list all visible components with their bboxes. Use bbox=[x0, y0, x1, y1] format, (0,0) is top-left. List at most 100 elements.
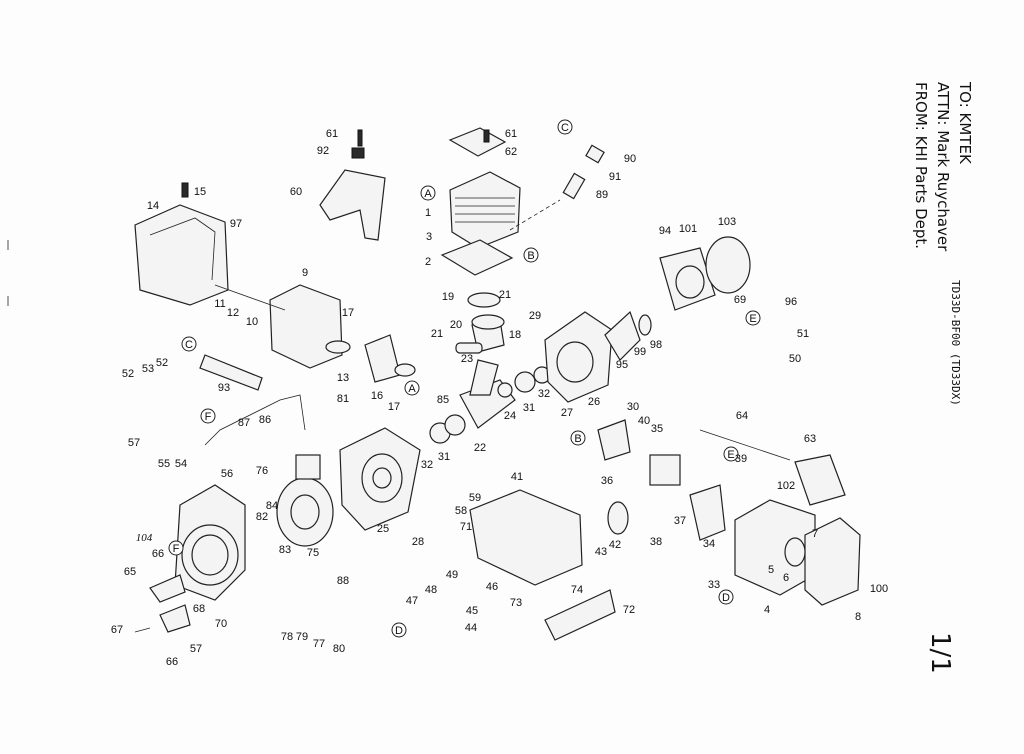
fax-to: TO: KMTEK bbox=[956, 81, 974, 165]
part-piston-18 bbox=[455, 292, 505, 354]
part-muffler-9 bbox=[214, 284, 416, 383]
part-shoe-66 bbox=[134, 574, 191, 633]
part-number-42: 42 bbox=[609, 539, 621, 551]
part-number-45: 45 bbox=[466, 605, 478, 617]
part-number-66: 66 bbox=[152, 548, 164, 560]
part-number-67: 67 bbox=[111, 624, 123, 636]
part-number-100: 100 bbox=[870, 583, 888, 595]
fax-attn: ATTN: Mark Ruychaver bbox=[934, 82, 952, 252]
part-number-21: 21 bbox=[431, 328, 443, 340]
part-number-104: 104 bbox=[136, 532, 153, 544]
part-number-52: 52 bbox=[156, 357, 168, 369]
part-number-58: 58 bbox=[455, 505, 467, 517]
circle-letter-E: E bbox=[745, 310, 761, 326]
part-number-60: 60 bbox=[290, 186, 302, 198]
circle-letter-B: B bbox=[523, 247, 539, 263]
part-number-88: 88 bbox=[337, 575, 349, 587]
part-crankcase-25 bbox=[339, 427, 421, 531]
circle-letter-A: A bbox=[420, 185, 436, 201]
circle-letter-B: B bbox=[570, 430, 586, 446]
part-number-48: 48 bbox=[425, 584, 437, 596]
part-air-cleaner-4 bbox=[734, 499, 861, 606]
part-number-32: 32 bbox=[421, 459, 433, 471]
part-number-31: 31 bbox=[523, 402, 535, 414]
svg-text:F: F bbox=[173, 543, 180, 555]
part-number-89: 89 bbox=[596, 189, 608, 201]
model-label-group: TD33D-BF00 (TD33DX) bbox=[949, 280, 962, 406]
svg-text:E: E bbox=[727, 449, 734, 461]
part-number-79: 79 bbox=[296, 631, 308, 643]
part-number-65: 65 bbox=[124, 566, 136, 578]
circle-letter-C: C bbox=[181, 336, 197, 352]
part-number-25: 25 bbox=[377, 523, 389, 535]
part-number-6: 6 bbox=[783, 572, 789, 584]
part-spark-plug-89 bbox=[509, 144, 605, 231]
part-number-27: 27 bbox=[561, 407, 573, 419]
svg-text:C: C bbox=[185, 339, 193, 351]
part-number-32: 32 bbox=[538, 388, 550, 400]
part-number-18: 18 bbox=[509, 329, 521, 341]
part-crankshaft-22 bbox=[429, 359, 551, 444]
part-throttle-63 bbox=[699, 429, 846, 506]
part-number-70: 70 bbox=[215, 618, 227, 630]
circle-letter-D: D bbox=[391, 622, 407, 638]
part-number-95: 95 bbox=[616, 359, 628, 371]
circle-letter-D: D bbox=[718, 589, 734, 605]
svg-text:C: C bbox=[561, 122, 569, 134]
part-number-96: 96 bbox=[785, 296, 797, 308]
part-number-33: 33 bbox=[708, 579, 720, 591]
part-number-1: 1 bbox=[425, 207, 431, 219]
part-number-17: 17 bbox=[388, 401, 400, 413]
part-carburetor-34 bbox=[597, 419, 726, 541]
part-flywheel-75 bbox=[204, 394, 334, 547]
circle-letter-E: E bbox=[723, 446, 739, 462]
part-number-85: 85 bbox=[437, 394, 449, 406]
part-number-64: 64 bbox=[736, 410, 748, 422]
part-number-23: 23 bbox=[461, 353, 473, 365]
part-number-50: 50 bbox=[789, 353, 801, 365]
part-number-20: 20 bbox=[450, 319, 462, 331]
part-number-21: 21 bbox=[499, 289, 511, 301]
page-mark-group: 1/1 bbox=[925, 632, 955, 674]
part-number-13: 13 bbox=[337, 372, 349, 384]
part-fuel-tank-41 bbox=[469, 489, 629, 641]
part-number-35: 35 bbox=[651, 423, 663, 435]
part-number-55: 55 bbox=[158, 458, 170, 470]
part-number-15: 15 bbox=[194, 186, 206, 198]
part-number-29: 29 bbox=[529, 310, 541, 322]
part-number-90: 90 bbox=[624, 153, 636, 165]
part-number-14: 14 bbox=[147, 200, 159, 212]
part-number-82: 82 bbox=[256, 511, 268, 523]
part-number-52: 52 bbox=[122, 368, 134, 380]
circle-letter-F: F bbox=[200, 408, 216, 424]
part-number-63: 63 bbox=[804, 433, 816, 445]
part-number-10: 10 bbox=[246, 316, 258, 328]
part-number-5: 5 bbox=[768, 564, 774, 576]
part-number-72: 72 bbox=[623, 604, 635, 616]
part-cylinder-1 bbox=[440, 127, 521, 276]
part-number-57: 57 bbox=[128, 437, 140, 449]
svg-text:D: D bbox=[395, 625, 403, 637]
part-number-2: 2 bbox=[425, 256, 431, 268]
part-number-91: 91 bbox=[609, 171, 621, 183]
svg-text:B: B bbox=[527, 250, 534, 262]
part-number-40: 40 bbox=[638, 415, 650, 427]
fax-from: FROM: KHI Parts Dept. bbox=[912, 82, 930, 249]
part-number-47: 47 bbox=[406, 595, 418, 607]
part-number-24: 24 bbox=[504, 410, 516, 422]
part-number-56: 56 bbox=[221, 468, 233, 480]
part-number-57: 57 bbox=[190, 643, 202, 655]
part-handle-93 bbox=[199, 354, 263, 391]
part-number-22: 22 bbox=[474, 442, 486, 454]
part-number-66: 66 bbox=[166, 656, 178, 668]
part-number-3: 3 bbox=[426, 231, 432, 243]
part-number-36: 36 bbox=[601, 475, 613, 487]
circle-letter-A: A bbox=[404, 380, 420, 396]
circle-letter-C: C bbox=[557, 119, 573, 135]
part-number-80: 80 bbox=[333, 643, 345, 655]
part-number-92: 92 bbox=[317, 145, 329, 157]
part-number-61: 61 bbox=[505, 128, 517, 140]
part-number-41: 41 bbox=[511, 471, 523, 483]
part-fan-cover-56 bbox=[174, 484, 246, 601]
